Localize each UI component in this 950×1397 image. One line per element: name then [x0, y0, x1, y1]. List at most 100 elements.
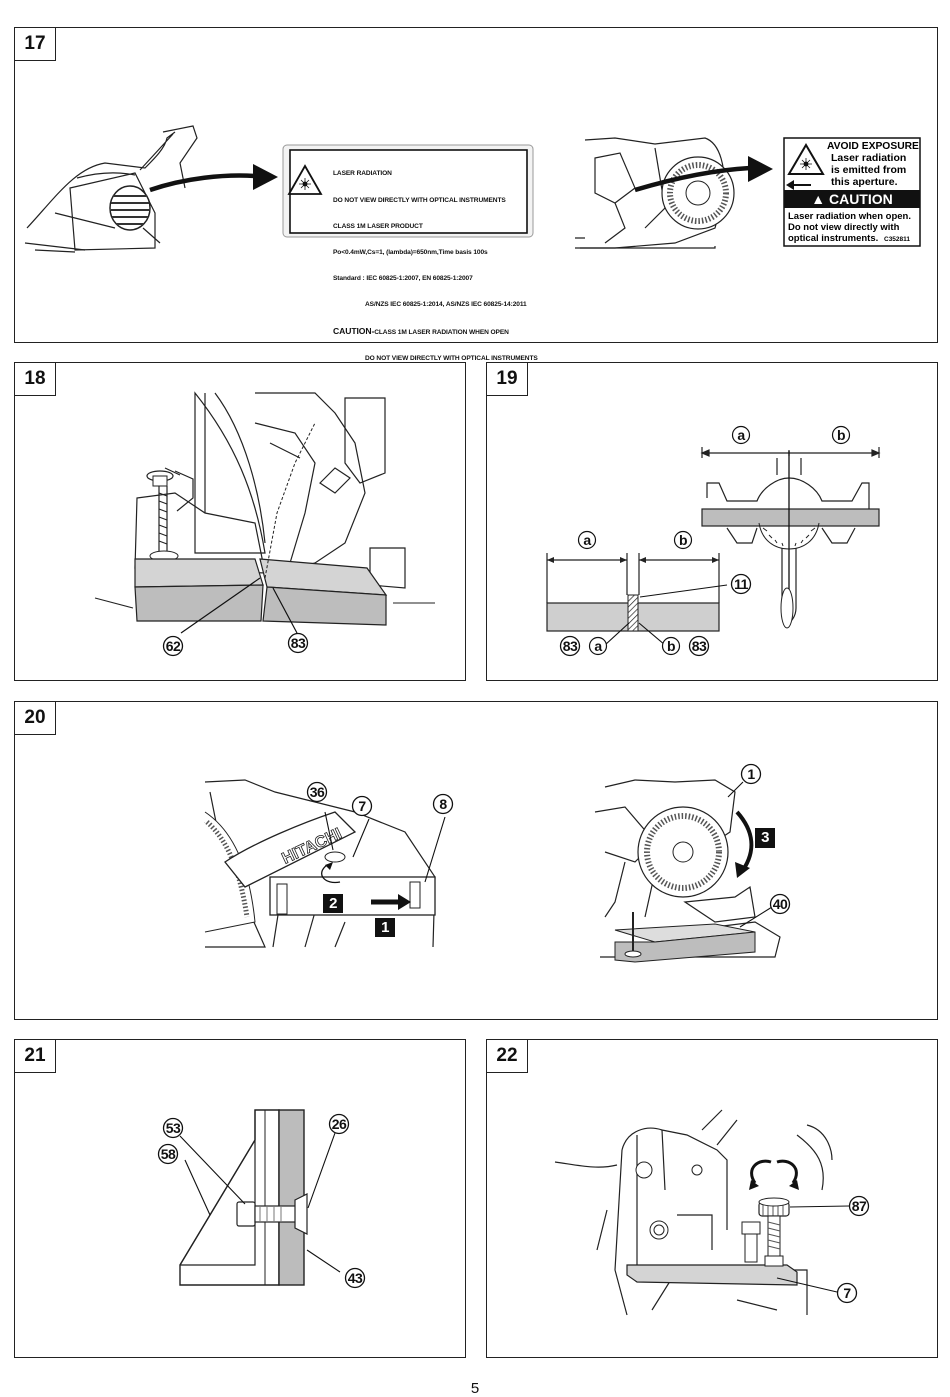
callout-b-bottom: b — [666, 638, 676, 654]
emit-line-2: is emitted from — [831, 164, 906, 176]
caution-body-3: optical instruments. — [788, 233, 878, 244]
laser-sunburst — [299, 178, 311, 190]
callout-7-circle — [836, 1282, 858, 1304]
callout-a-bottom: a — [594, 638, 602, 654]
step-2-box — [323, 894, 343, 913]
callout-83-left: 83 — [562, 638, 578, 654]
callout-leaders — [776, 1205, 850, 1293]
saw-side-right-sketch — [594, 779, 781, 958]
rotate-arrow-left — [749, 1180, 759, 1190]
callout-leaders — [180, 577, 298, 634]
callout-43-circle — [344, 1267, 366, 1289]
callout-26-circle — [328, 1113, 350, 1135]
callout-40-circle — [769, 893, 791, 915]
callout-leaders — [179, 1132, 341, 1273]
bracket-section — [179, 1109, 280, 1286]
callout-83-circle — [287, 632, 309, 654]
callout-a: a — [583, 532, 591, 548]
figure-19-panel: 19 — [486, 362, 938, 681]
callout-83-left-circle — [559, 635, 581, 657]
callout-36-circle — [306, 781, 328, 803]
callout-62: 62 — [165, 638, 181, 654]
callout-26: 26 — [331, 1116, 347, 1132]
bolt-assembly — [236, 1193, 308, 1235]
callout-11: 11 — [734, 576, 748, 592]
callout-b-top-circle — [831, 425, 851, 445]
step-2: 2 — [329, 895, 337, 912]
page-number: 5 — [470, 1380, 480, 1397]
callout-11-circle — [730, 573, 752, 595]
lower-arrow — [735, 862, 750, 878]
figure-17-illustration: ▲ CAUTION AVOID EXPOSURE Laser radiation… — [24, 125, 921, 253]
adjust-knob — [741, 1197, 790, 1267]
laser-line — [264, 422, 316, 579]
figure-18-panel: 18 62 83 — [14, 362, 466, 681]
callout-b-circle — [673, 530, 693, 550]
workpiece-wood — [134, 558, 388, 626]
figure-22-illustration — [554, 1109, 870, 1316]
slide-arrow — [398, 894, 411, 910]
figure-number: 17 — [14, 27, 56, 61]
saw-head-sketch-left — [24, 125, 198, 253]
laser-marker-housing — [269, 876, 436, 916]
callout-11-leader — [639, 584, 728, 598]
aperture-arrow — [786, 180, 794, 190]
callout-a-bottom-circle — [588, 636, 608, 656]
figure-17-panel: 17 — [14, 27, 938, 362]
callout-58-circle — [157, 1143, 179, 1165]
callout-83-right: 83 — [691, 638, 707, 654]
step-3: 3 — [761, 829, 769, 846]
laser-base-plate — [626, 1264, 798, 1286]
caution-heading: ▲ CAUTION — [811, 191, 893, 207]
callout-7: 7 — [843, 1285, 851, 1301]
laser-label-1-text: LASER RADIATION DO NOT VIEW DIRECTLY WIT… — [333, 153, 538, 381]
saw-blade-right — [637, 806, 729, 898]
label1-line8: DO NOT VIEW DIRECTLY WITH OPTICAL INSTRU… — [365, 355, 538, 363]
figure-number: 22 — [486, 1039, 528, 1073]
callout-1-circle — [740, 763, 762, 785]
figure-19-illustration — [546, 425, 881, 657]
label1-line3: CLASS 1M LASER PRODUCT — [333, 222, 423, 230]
caution-banner — [784, 190, 920, 208]
label1-line5: Standard : IEC 60825-1:2007, EN 60825-1:… — [333, 274, 473, 282]
callout-53: 53 — [165, 1120, 181, 1136]
callout-b-bottom-circle — [661, 636, 681, 656]
step-1-box — [375, 918, 395, 937]
dimension-lines — [546, 553, 720, 603]
saw-handle-body — [224, 811, 357, 888]
figure-18-illustration — [94, 391, 435, 657]
laser-aperture — [109, 185, 151, 231]
callout-8-circle — [432, 793, 454, 815]
figure-number: 18 — [14, 362, 56, 396]
label1-line4: Po<0.4mW,Cs=1, (lambda)=650nm,Time basis… — [333, 248, 488, 256]
figure-21-panel: 21 53 26 58 43 — [14, 1039, 466, 1358]
saw-and-fence-sketch — [134, 391, 406, 589]
emit-line-3: this aperture. — [831, 176, 898, 188]
figure-21-illustration — [157, 1109, 366, 1289]
callout-a-top: a — [737, 427, 745, 443]
callout-87-circle — [848, 1195, 870, 1217]
label1-caution-rest: CLASS 1M LASER RADIATION WHEN OPEN — [374, 329, 509, 337]
label-code: C352811 — [884, 236, 910, 243]
callout-62-circle — [162, 635, 184, 657]
callout-a-top-circle — [731, 425, 751, 445]
callout-b-top: b — [836, 427, 846, 443]
screwdriver-handle — [780, 587, 794, 629]
screw-head-1 — [635, 1161, 653, 1179]
workpiece-right — [614, 931, 756, 963]
arrow-to-label — [149, 173, 256, 193]
arrow-head — [253, 164, 278, 190]
label1-line2: DO NOT VIEW DIRECTLY WITH OPTICAL INSTRU… — [333, 196, 506, 204]
emit-line-1: Laser radiation — [831, 152, 906, 164]
figure-number: 20 — [14, 701, 56, 735]
label1-line6: AS/NZS IEC 60825-1:2014, AS/NZS IEC 6082… — [365, 300, 527, 308]
step-1: 1 — [381, 919, 389, 936]
callout-58: 58 — [160, 1146, 176, 1162]
callout-87: 87 — [851, 1198, 867, 1214]
label1-caution-line: CAUTION-CLASS 1M LASER RADIATION WHEN OP… — [333, 327, 538, 338]
callout-b: b — [678, 532, 688, 548]
figure-20-illustration: HITACHI — [204, 763, 791, 963]
callout-83: 83 — [290, 635, 306, 651]
label1-caution-word: CAUTION- — [333, 326, 375, 337]
callout-40: 40 — [772, 896, 788, 912]
